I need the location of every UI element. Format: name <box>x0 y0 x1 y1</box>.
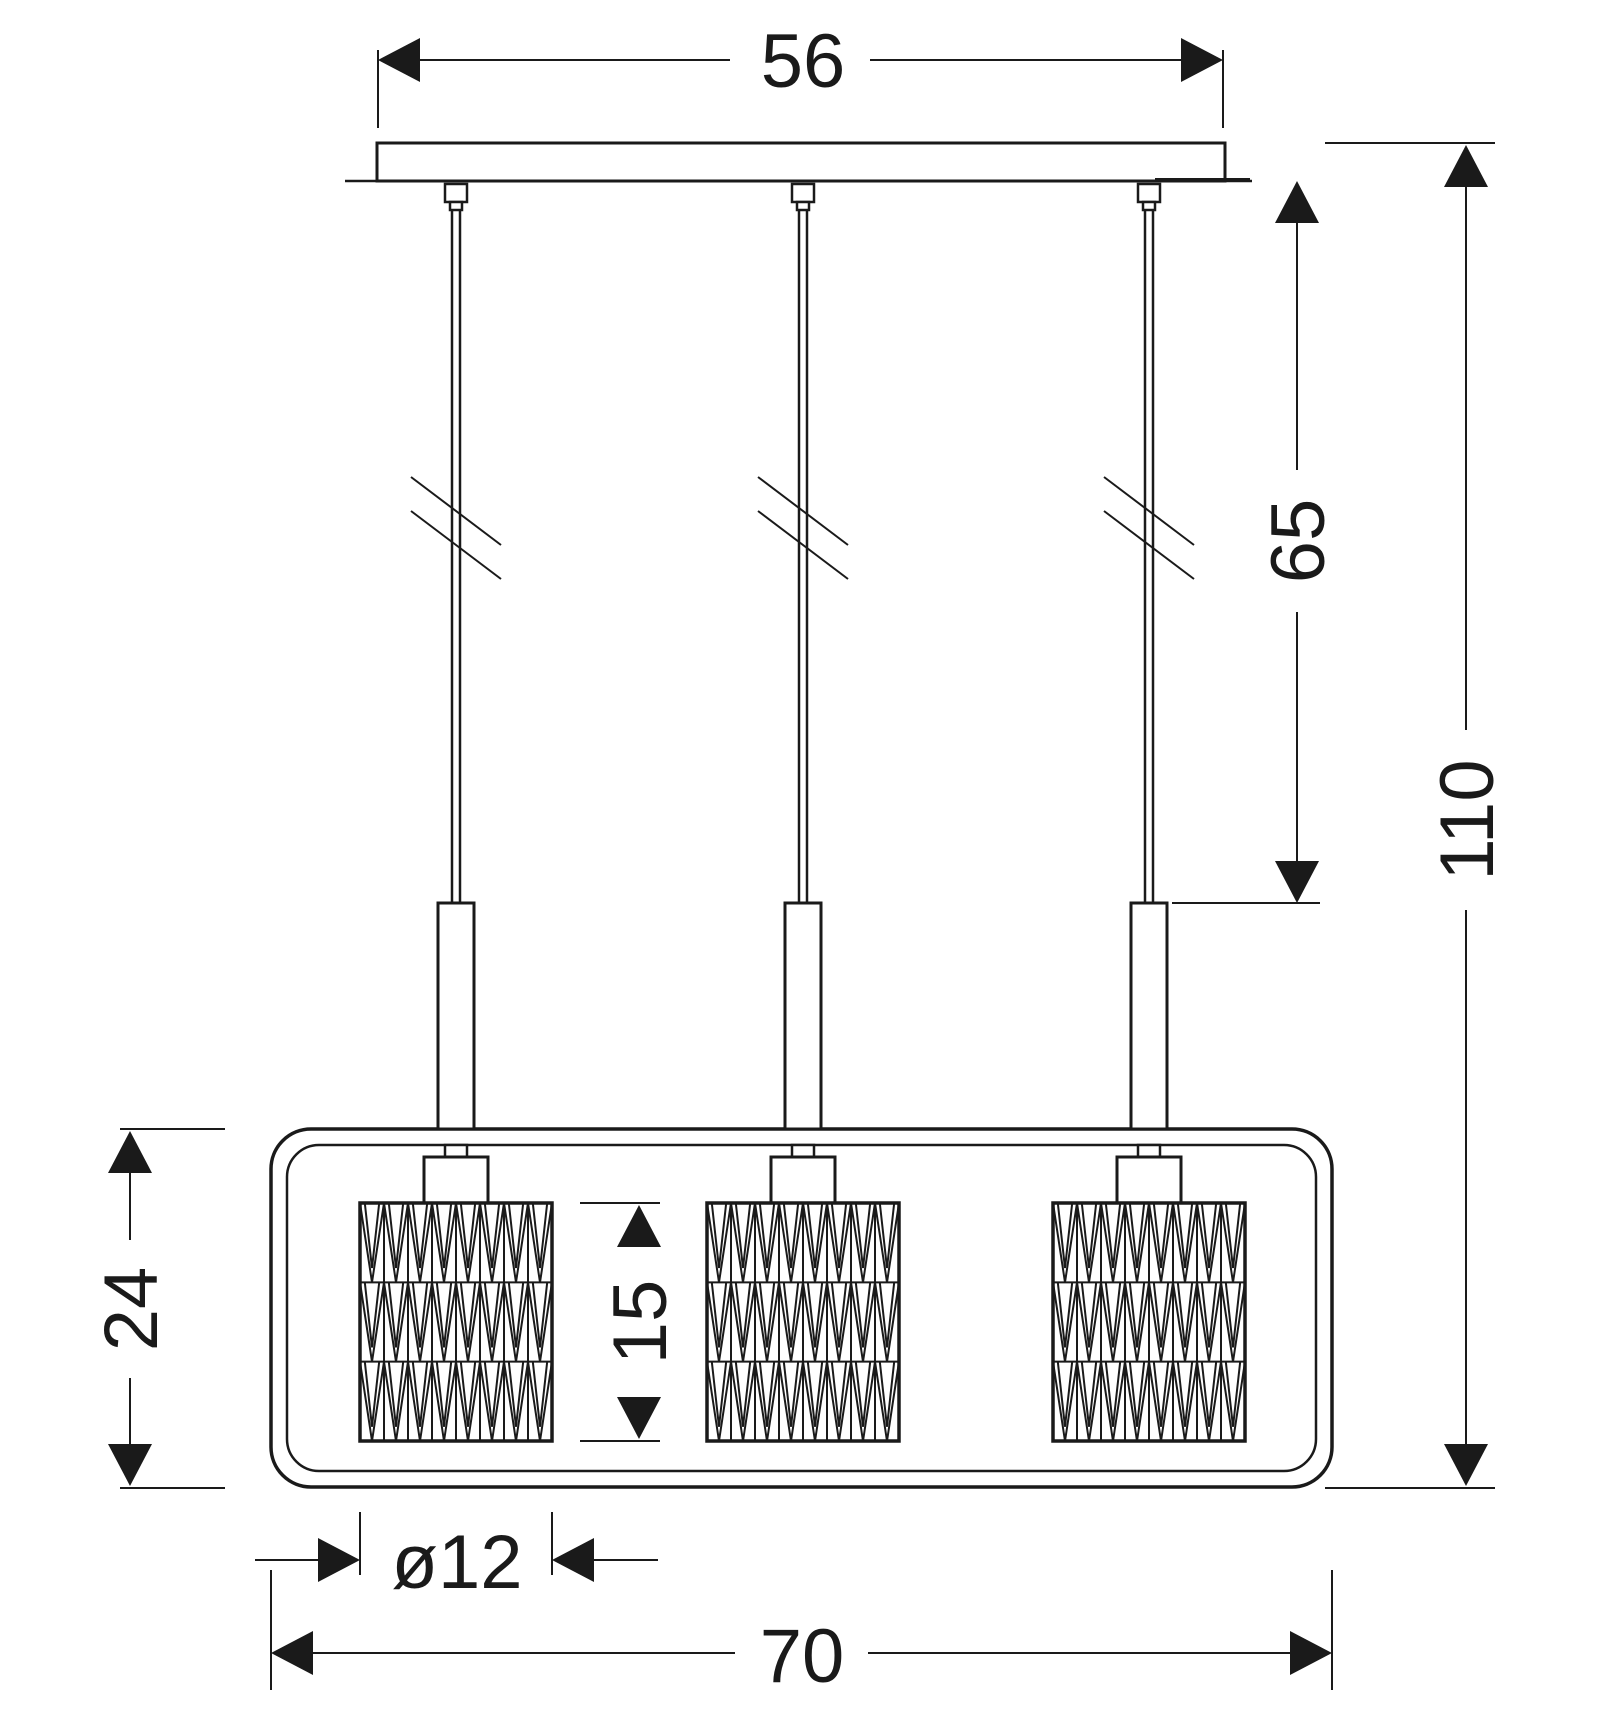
shade-pattern <box>360 1203 552 1441</box>
break-mark <box>757 476 849 546</box>
arrow-down-icon <box>617 1397 661 1439</box>
socket-collar <box>790 1143 816 1159</box>
arrow-up-icon <box>1275 181 1319 223</box>
label-frame-width: 70 <box>760 1614 845 1699</box>
shade-pattern <box>1053 1203 1245 1441</box>
ceiling-canopy <box>375 141 1227 183</box>
pendant-1 <box>358 182 554 1443</box>
label-shade-height: 15 <box>598 1280 683 1365</box>
lamp-shade <box>358 1201 554 1443</box>
label-suspension-length: 65 <box>1256 499 1341 584</box>
socket <box>1115 1155 1183 1205</box>
cord-grip <box>795 200 811 212</box>
cord-mount <box>1136 182 1162 204</box>
lamp-shade <box>705 1201 901 1443</box>
label-frame-height: 24 <box>89 1267 174 1352</box>
rod <box>1129 901 1169 1131</box>
dimension-frame-width <box>270 1570 1333 1690</box>
rod <box>436 901 476 1131</box>
arrow-down-icon <box>1444 1444 1488 1486</box>
break-mark <box>410 476 502 546</box>
break-mark <box>1103 476 1195 546</box>
dimension-frame-height <box>108 1128 225 1489</box>
socket-collar <box>443 1143 469 1159</box>
arrow-left-icon <box>378 38 420 82</box>
arrow-right-icon <box>318 1538 360 1582</box>
label-shade-diameter: ø12 <box>392 1520 523 1605</box>
arrow-right-icon <box>1290 1631 1332 1675</box>
shade-pattern <box>707 1203 899 1441</box>
arrow-up-icon <box>108 1131 152 1173</box>
label-canopy-width: 56 <box>761 19 846 104</box>
dimension-shade-diameter <box>255 1512 658 1582</box>
socket-collar <box>1136 1143 1162 1159</box>
break-mark <box>757 510 849 580</box>
label-total-height: 110 <box>1425 759 1510 880</box>
cord-grip <box>448 200 464 212</box>
rod <box>783 901 823 1131</box>
socket <box>769 1155 837 1205</box>
cord-grip <box>1141 200 1157 212</box>
break-mark <box>410 510 502 580</box>
arrow-left-icon <box>552 1538 594 1582</box>
dimension-suspension-length <box>1155 178 1320 904</box>
arrow-down-icon <box>1275 861 1319 903</box>
cord-mount <box>790 182 816 204</box>
arrow-up-icon <box>1444 145 1488 187</box>
dimension-total-height <box>1325 142 1495 1489</box>
arrow-left-icon <box>271 1631 313 1675</box>
dimension-shade-height <box>580 1202 661 1442</box>
lamp-shade <box>1051 1201 1247 1443</box>
socket <box>422 1155 490 1205</box>
dimension-canopy-width <box>377 38 1224 128</box>
arrow-down-icon <box>108 1444 152 1486</box>
cord-mount <box>443 182 469 204</box>
arrow-up-icon <box>617 1205 661 1247</box>
arrow-right-icon <box>1181 38 1223 82</box>
pendant-2 <box>705 182 901 1443</box>
break-mark <box>1103 510 1195 580</box>
pendant-3 <box>1051 182 1247 1443</box>
